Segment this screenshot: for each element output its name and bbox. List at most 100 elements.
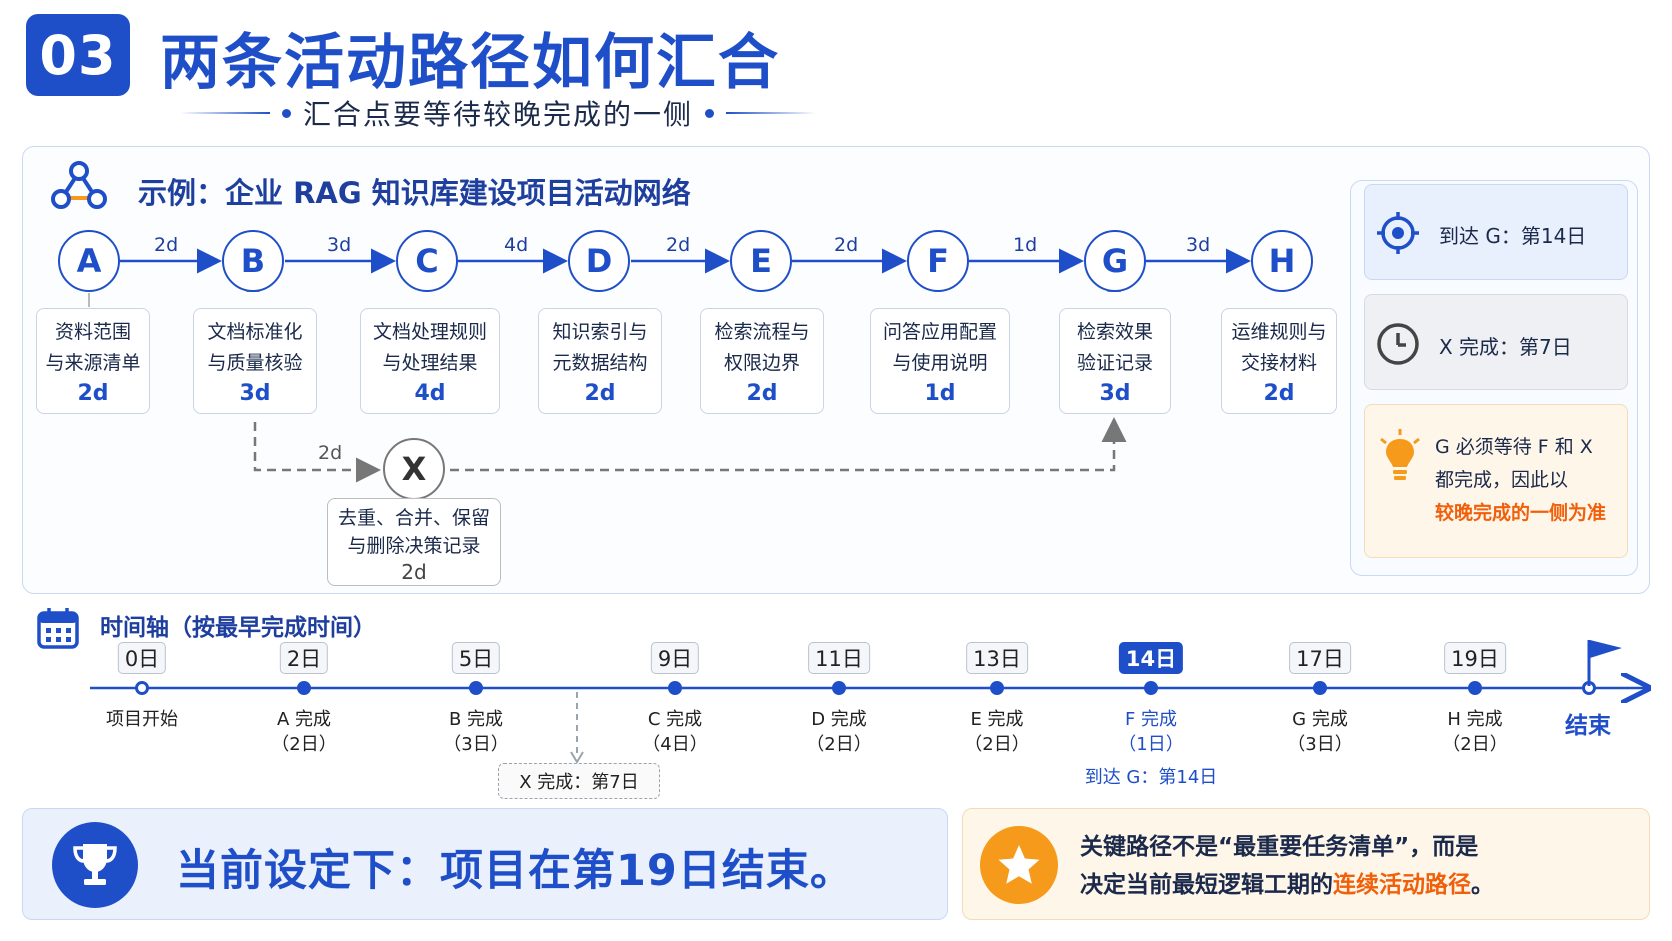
critical-path-note-line1: 关键路径不是“最重要任务清单”，而是 xyxy=(1080,834,1479,860)
timeline-event-3: C 完成 xyxy=(647,709,703,730)
branch-path-x-g xyxy=(450,417,1127,472)
activity-card-g: 检索效果验证记录 3d xyxy=(1059,308,1171,414)
activity-card-c: 文档处理规则与处理结果 4d xyxy=(360,308,500,414)
merge-note-line2: 都完成，因此以 xyxy=(1435,469,1569,491)
node-f: F xyxy=(907,230,969,292)
edge-label-f-g: 1d xyxy=(1013,234,1038,256)
timeline-event-5: E 完成 xyxy=(970,709,1024,730)
activity-g-line1: 检索效果 xyxy=(1076,321,1153,343)
timeline-dot-1 xyxy=(297,681,311,695)
timeline-duration-4: （2日） xyxy=(806,734,872,755)
timeline-label-2: B 完成 （3日） xyxy=(443,707,508,757)
timeline-day-5: 13日 xyxy=(966,642,1028,674)
star-icon xyxy=(998,845,1040,884)
activity-e-duration: 2d xyxy=(746,381,778,406)
example-title: 示例：企业 RAG 知识库建设项目活动网络 xyxy=(138,176,691,210)
activity-b-line1: 文档标准化 xyxy=(207,321,303,343)
timeline-duration-5: （2日） xyxy=(964,734,1030,755)
activity-a-duration: 2d xyxy=(77,381,109,406)
subtitle-line-right xyxy=(726,112,817,114)
timeline-event-4: D 完成 xyxy=(811,709,867,730)
timeline-dot-7 xyxy=(1313,681,1327,695)
node-d: D xyxy=(568,230,630,292)
merge-note-text: G 必须等待 F 和 X 都完成，因此以 较晚完成的一侧为准 xyxy=(1435,431,1606,530)
timeline-dot-5 xyxy=(990,681,1004,695)
timeline-duration-6: （1日） xyxy=(1118,734,1184,755)
trophy-badge xyxy=(52,822,138,908)
timeline-day-1: 2日 xyxy=(279,642,329,674)
activity-f-line1: 问答应用配置 xyxy=(882,321,997,343)
flag-icon xyxy=(1587,640,1622,686)
reach-g-box: 到达 G：第14日 xyxy=(1364,184,1628,280)
merge-note-line3: 较晚完成的一侧为准 xyxy=(1435,502,1607,524)
activity-h-duration: 2d xyxy=(1263,381,1295,406)
activity-c-duration: 4d xyxy=(414,381,446,406)
x-done-text: X 完成：第7日 xyxy=(1439,335,1572,359)
critical-path-note-emphasis: 连续活动路径 xyxy=(1333,872,1471,898)
activity-card-a: 资料范围与来源清单 2d xyxy=(36,308,150,414)
timeline-label-5: E 完成 （2日） xyxy=(964,707,1029,757)
subtitle-row: 汇合点要等待较晚完成的一侧 xyxy=(180,96,817,131)
timeline-reach-g: 到达 G：第14日 xyxy=(1084,767,1218,788)
node-g: G xyxy=(1084,230,1146,292)
timeline-title: 时间轴（按最早完成时间） xyxy=(100,615,376,641)
timeline-duration-2: （3日） xyxy=(443,734,509,755)
timeline-label-8: H 完成（2日） xyxy=(1442,707,1507,757)
critical-path-note-box xyxy=(962,808,1650,920)
merge-note-line1: G 必须等待 F 和 X xyxy=(1435,436,1593,458)
activity-g-duration: 3d xyxy=(1099,381,1131,406)
clock-icon xyxy=(1377,323,1419,365)
timeline-event-8: H 完成 xyxy=(1447,709,1503,730)
timeline-dot-3 xyxy=(668,681,682,695)
timeline-day-0: 0日 xyxy=(117,642,167,674)
edge-label-g-h: 3d xyxy=(1186,234,1211,256)
timeline-dot-2 xyxy=(469,681,483,695)
edge-label-e-f: 2d xyxy=(834,234,859,256)
timeline-label-6: F 完成（1日） xyxy=(1118,707,1183,757)
timeline-dot-8 xyxy=(1468,681,1482,695)
timeline-label-0: 项目开始 xyxy=(106,707,178,732)
activity-c-line1: 文档处理规则 xyxy=(372,321,487,343)
timeline-duration-3: （4日） xyxy=(642,734,708,755)
activity-h-line1: 运维规则与 xyxy=(1231,321,1327,343)
critical-path-note-line2: 决定当前最短逻辑工期的 xyxy=(1080,872,1333,898)
node-b: B xyxy=(222,230,284,292)
calendar-icon xyxy=(37,608,79,649)
timeline-day-7: 17日 xyxy=(1289,642,1351,674)
edge-label-a-b: 2d xyxy=(154,234,179,256)
edge-label-b-x: 2d xyxy=(318,442,343,464)
activity-card-f: 问答应用配置与使用说明 1d xyxy=(870,308,1010,414)
timeline-duration-1: （2日） xyxy=(271,734,337,755)
activity-f-duration: 1d xyxy=(924,381,956,406)
activity-card-e: 检索流程与权限边界 2d xyxy=(700,308,824,414)
timeline-dot-0 xyxy=(135,681,149,695)
timeline-label-3: C 完成 （4日） xyxy=(642,707,707,757)
activity-f-line2: 与使用说明 xyxy=(892,352,988,374)
star-badge xyxy=(980,826,1058,904)
edge-label-b-c: 3d xyxy=(327,234,352,256)
page-subtitle: 汇合点要等待较晚完成的一侧 xyxy=(303,98,694,131)
subtitle-dot-right xyxy=(705,108,715,118)
reach-g-text: 到达 G：第14日 xyxy=(1439,224,1587,248)
trophy-icon xyxy=(73,844,117,885)
critical-path-note-end: 。 xyxy=(1471,872,1494,898)
node-e: E xyxy=(730,230,792,292)
x-done-box: X 完成：第7日 xyxy=(1364,294,1628,390)
branch-path-b-x xyxy=(253,422,381,483)
activity-x-duration: 2d xyxy=(401,560,427,584)
timeline-event-2: B 完成 xyxy=(448,709,504,730)
node-c: C xyxy=(396,230,458,292)
timeline-day-8: 19日 xyxy=(1444,642,1506,674)
lightbulb-icon xyxy=(1380,429,1420,480)
activity-x-line2: 与删除决策记录 xyxy=(347,535,481,557)
timeline-label-1: A 完成（2日） xyxy=(271,707,336,757)
conclusion-box xyxy=(22,808,948,920)
timeline-end-label: 结束 xyxy=(1565,713,1611,739)
activity-d-line1: 知识索引与 xyxy=(552,321,648,343)
activity-d-duration: 2d xyxy=(584,381,616,406)
network-icon xyxy=(51,161,107,209)
conclusion-text: 当前设定下：项目在第19日结束。 xyxy=(176,846,854,896)
timeline-x-done: X 完成：第7日 xyxy=(498,763,660,799)
node-h: H xyxy=(1251,230,1313,292)
timeline-day-6: 14日 xyxy=(1118,642,1184,674)
